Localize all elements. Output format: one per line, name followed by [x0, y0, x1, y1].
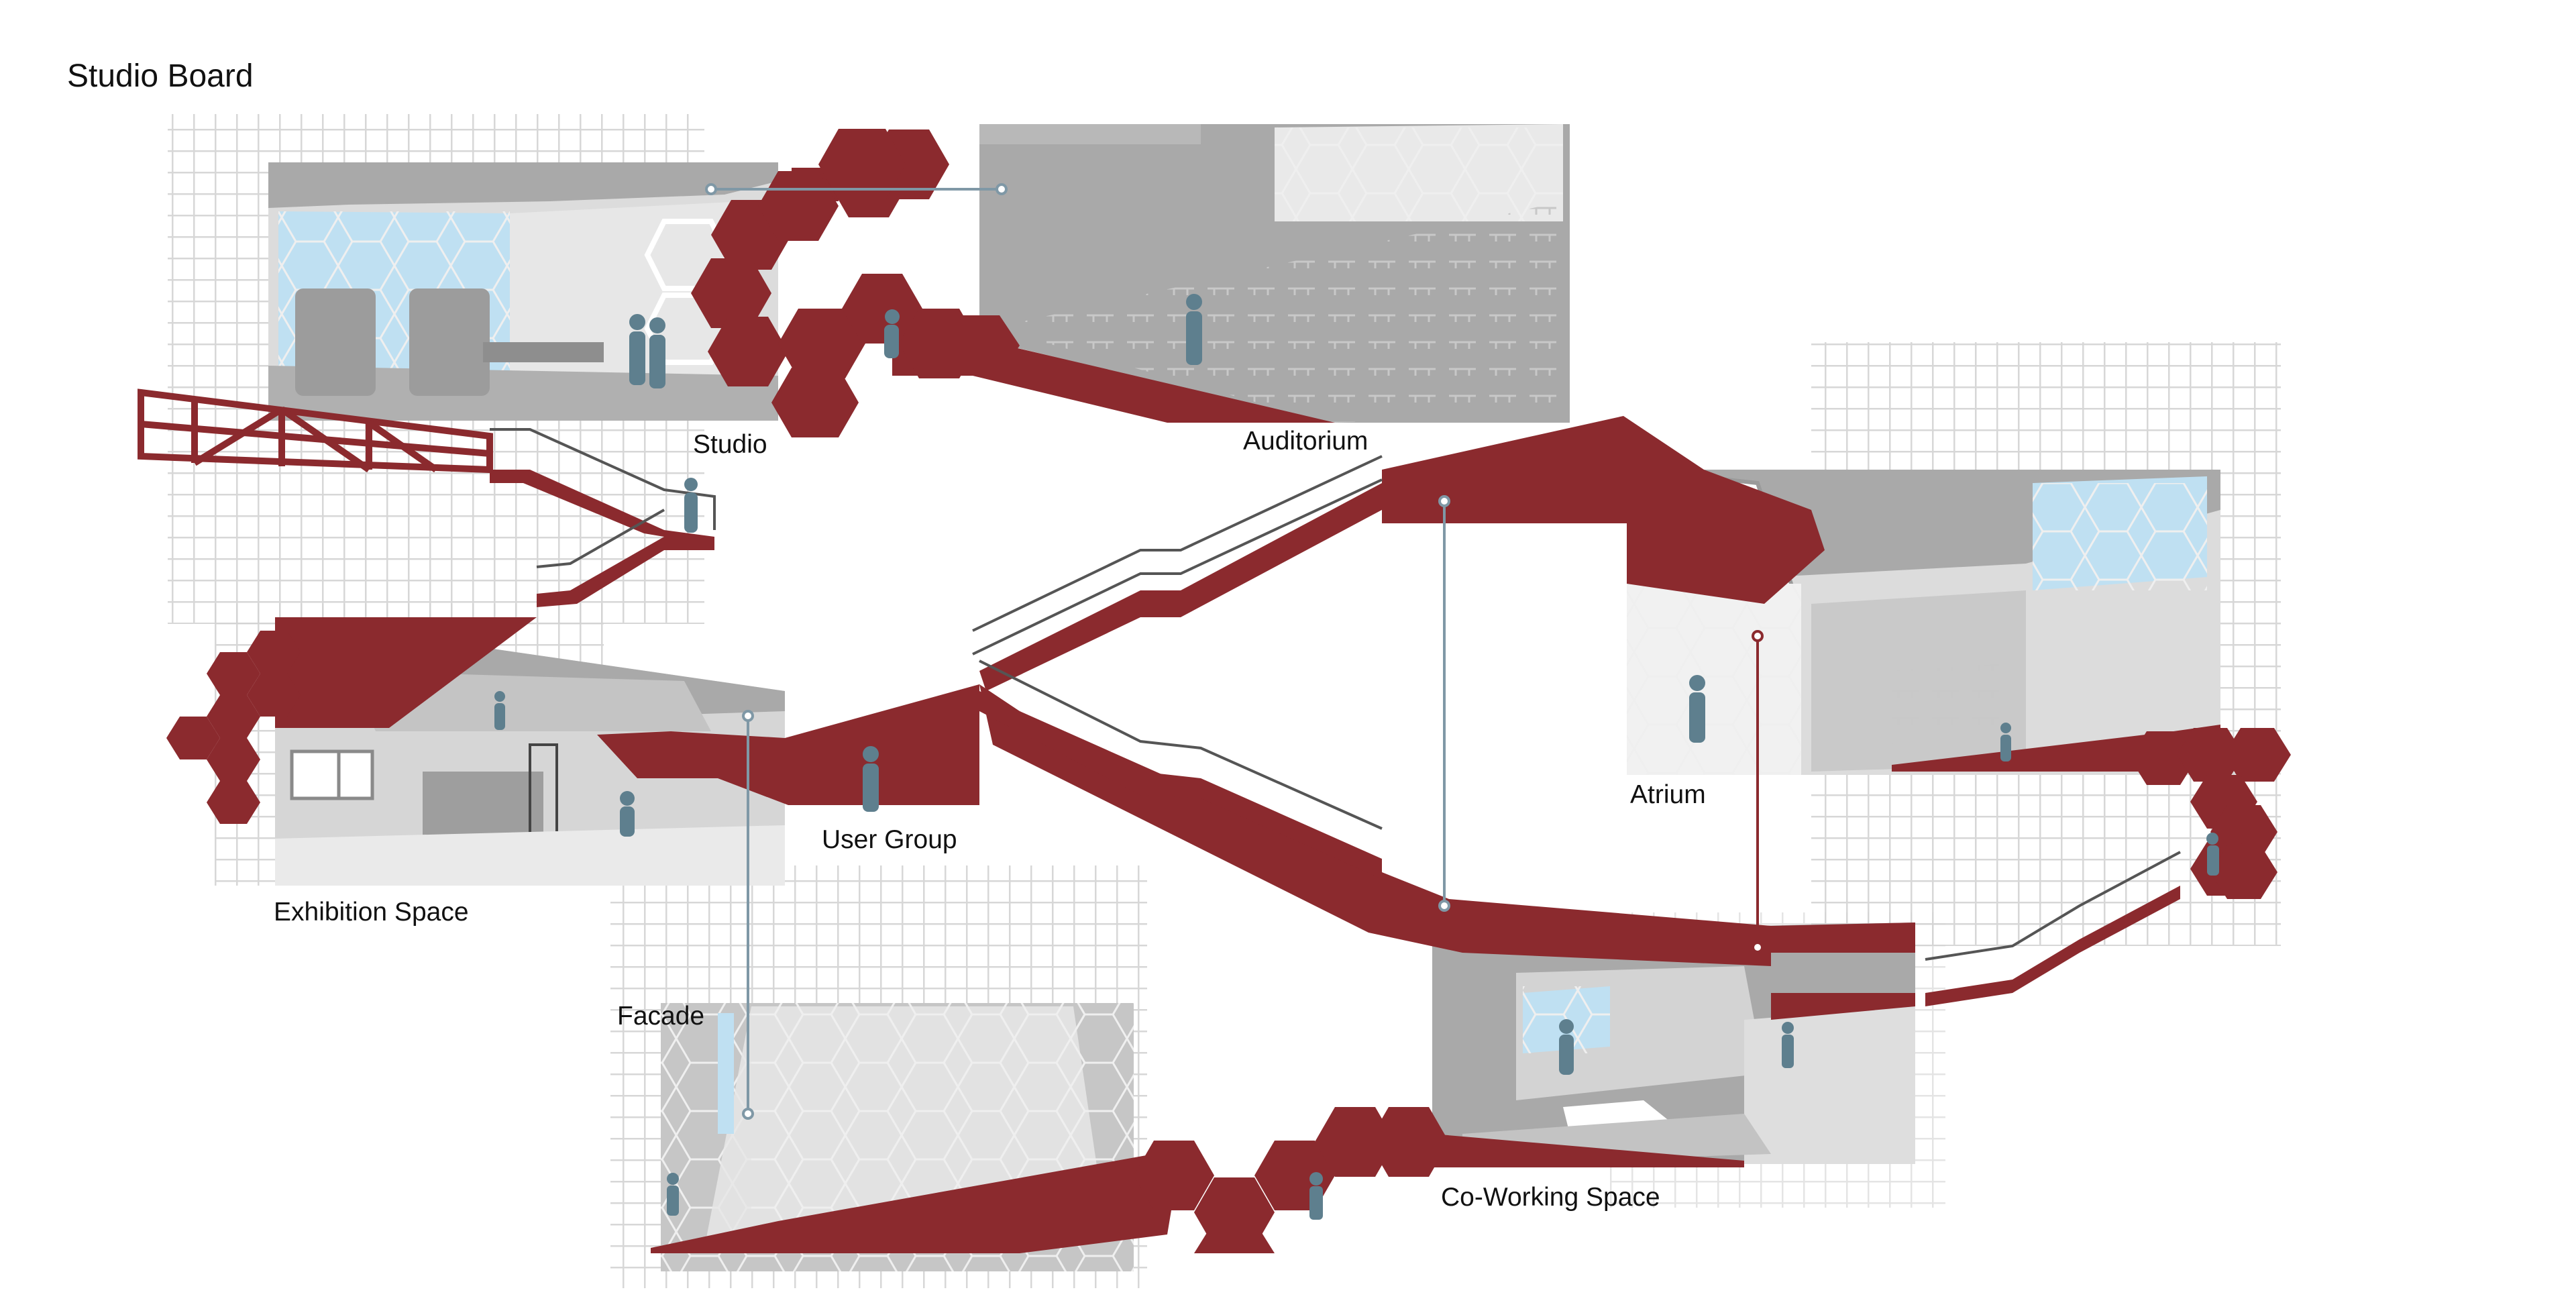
hex-at-1: [2130, 731, 2197, 785]
render-auditorium: [979, 124, 1570, 423]
hex-ex-3: [247, 674, 301, 717]
hex-cw-5: [1368, 1107, 1449, 1177]
hex-3: [818, 129, 906, 200]
hex-7: [708, 317, 788, 386]
slope-user-coworking: [979, 684, 1771, 966]
figure-studio-2: [649, 317, 665, 388]
label-studio: Studio: [693, 430, 767, 459]
stair-lower: [979, 660, 1383, 879]
hex-cw-4: [1315, 1107, 1395, 1177]
figure-atrium-3: [2206, 833, 2219, 876]
figure-stair: [684, 478, 698, 533]
connector-auditorium-coworking: [1438, 495, 1450, 912]
hex-at-2: [2177, 728, 2244, 782]
hex-ex-2: [207, 652, 260, 695]
slab-auditorium-atrium: [1382, 416, 1825, 604]
figure-atrium-2: [2000, 723, 2011, 761]
hex-11: [771, 368, 859, 437]
hex-cw-6: [1194, 1221, 1275, 1253]
figure-exhibition-2: [494, 691, 505, 730]
label-exhibition-space: Exhibition Space: [274, 898, 469, 927]
stair-studio: [490, 428, 716, 607]
figure-studio-3: [884, 309, 900, 358]
hex-ex-7: [207, 781, 260, 824]
hex-cw-1: [1134, 1141, 1214, 1210]
figure-user-group: [863, 746, 879, 812]
stair-upper: [972, 455, 1383, 691]
figure-exhibition: [620, 791, 635, 837]
band-coworking-right: [1771, 923, 1915, 953]
label-user-group: User Group: [822, 825, 957, 854]
connector-exhibition-facade: [742, 710, 754, 1120]
connector-studio-auditorium: [705, 183, 1008, 195]
label-co-working-space: Co-Working Space: [1441, 1183, 1660, 1212]
figure-atrium-1: [1689, 675, 1705, 743]
band-coworking-bottom: [1432, 1134, 1744, 1167]
ramp-coworking-right: [1771, 993, 1915, 1020]
connectors: [705, 183, 1764, 1120]
circulation-path: [275, 168, 2220, 1253]
hex-at-7: [2210, 845, 2277, 899]
hexagons: [166, 129, 2291, 1253]
hex-ex-5: [166, 717, 220, 759]
hex-ex-6: [207, 738, 260, 781]
render-studio: [268, 162, 778, 421]
figure-auditorium: [1186, 294, 1202, 365]
figure-coworking-1: [1559, 1019, 1574, 1075]
hex-ex-1: [247, 631, 301, 674]
label-facade: Facade: [617, 1002, 705, 1031]
band-facade-bottom: [651, 1154, 1181, 1253]
stair-right: [1925, 851, 2181, 1006]
hex-9: [842, 274, 922, 344]
hex-8: [778, 309, 865, 378]
label-auditorium: Auditorium: [1243, 427, 1368, 456]
hex-ex-4: [207, 695, 260, 738]
figure-studio-1: [629, 314, 645, 385]
figure-bottom: [1309, 1172, 1323, 1220]
figure-coworking-2: [1782, 1022, 1794, 1068]
hex-at-3: [2224, 728, 2291, 782]
truss-bridge: [138, 388, 493, 474]
label-atrium: Atrium: [1630, 780, 1706, 809]
band-exhibition: [275, 617, 537, 728]
hex-12: [946, 315, 1020, 376]
stairs: [490, 428, 2181, 1006]
figure-facade: [667, 1173, 679, 1216]
connector-atrium-coworking: [1752, 630, 1764, 953]
hex-6: [691, 258, 771, 328]
band-user-group: [597, 684, 979, 805]
board-title: Studio Board: [67, 58, 254, 94]
human-figures: [494, 294, 2219, 1220]
